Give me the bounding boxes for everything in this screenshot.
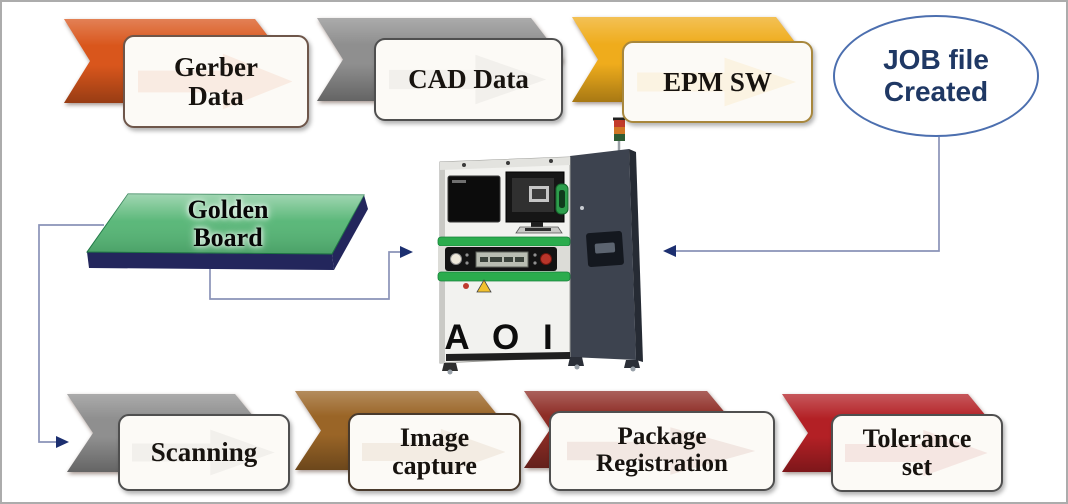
flow-step-epm-sw: EPM SW: [572, 16, 816, 124]
machine-monitor: [505, 171, 565, 234]
step-label: Scanning: [151, 438, 258, 467]
step-label: Tolerance set: [863, 425, 972, 481]
label-line: Package: [617, 423, 707, 451]
job-file-label: JOB file Created: [883, 44, 989, 107]
warning-icons: [463, 279, 492, 293]
flow-step-tolerance-set: Tolerance set: [782, 393, 1006, 494]
machine-green-handle: [555, 183, 569, 215]
label-box-gerber-data: Gerber Data: [123, 35, 309, 128]
label-line: CAD Data: [408, 64, 529, 95]
label-box-epm-sw: EPM SW: [622, 41, 813, 123]
step-label: Image capture: [392, 424, 477, 480]
aoi-machine-illustration: A O I: [437, 117, 643, 375]
machine-conveyor-band: [437, 236, 571, 282]
label-line: EPM SW: [663, 66, 772, 97]
step-label: CAD Data: [408, 65, 529, 94]
label-line: capture: [392, 451, 477, 480]
machine-black-screen: [447, 175, 501, 223]
flow-step-image-capture: Image capture: [295, 390, 523, 494]
label-line: Scanning: [150, 437, 258, 468]
label-box-scanning: Scanning: [118, 414, 290, 491]
flow-step-package-registration: Package Registration: [524, 390, 778, 494]
label-line: Data: [188, 80, 244, 111]
machine-aoi-label: A O I: [444, 318, 559, 357]
step-label: Package Registration: [596, 423, 728, 478]
step-label: EPM SW: [663, 66, 772, 97]
flow-step-gerber-data: Gerber Data: [64, 16, 310, 128]
label-line: Board: [193, 223, 263, 253]
board-front-edge: [87, 252, 334, 270]
machine-bottom-trim: [446, 352, 570, 361]
golden-board-label: Golden Board: [138, 195, 318, 253]
label-box-package-registration: Package Registration: [549, 411, 775, 491]
label-line: Golden: [187, 195, 269, 224]
board-top-sheen: [87, 194, 364, 254]
connector-jobfile-to-machine: [676, 137, 940, 252]
machine-feet: [442, 357, 640, 375]
label-line: Registration: [596, 450, 728, 477]
machine-side-panel: [570, 149, 643, 362]
job-file-ellipse: JOB file Created: [833, 15, 1039, 137]
label-line: set: [901, 452, 933, 481]
label-line: Gerber: [174, 51, 258, 82]
step-label: Gerber Data: [174, 51, 258, 111]
label-line: Created: [883, 76, 989, 107]
label-line: JOB file: [883, 44, 989, 76]
flow-step-cad-data: CAD Data: [317, 17, 567, 122]
label-line: Tolerance: [862, 424, 972, 454]
arrow-right-icon: [400, 246, 413, 258]
label-box-tolerance-set: Tolerance set: [831, 414, 1003, 492]
label-box-image-capture: Image capture: [348, 413, 521, 491]
flow-step-scanning: Scanning: [67, 391, 291, 494]
label-box-cad-data: CAD Data: [374, 38, 563, 121]
label-line: Image: [399, 423, 470, 453]
